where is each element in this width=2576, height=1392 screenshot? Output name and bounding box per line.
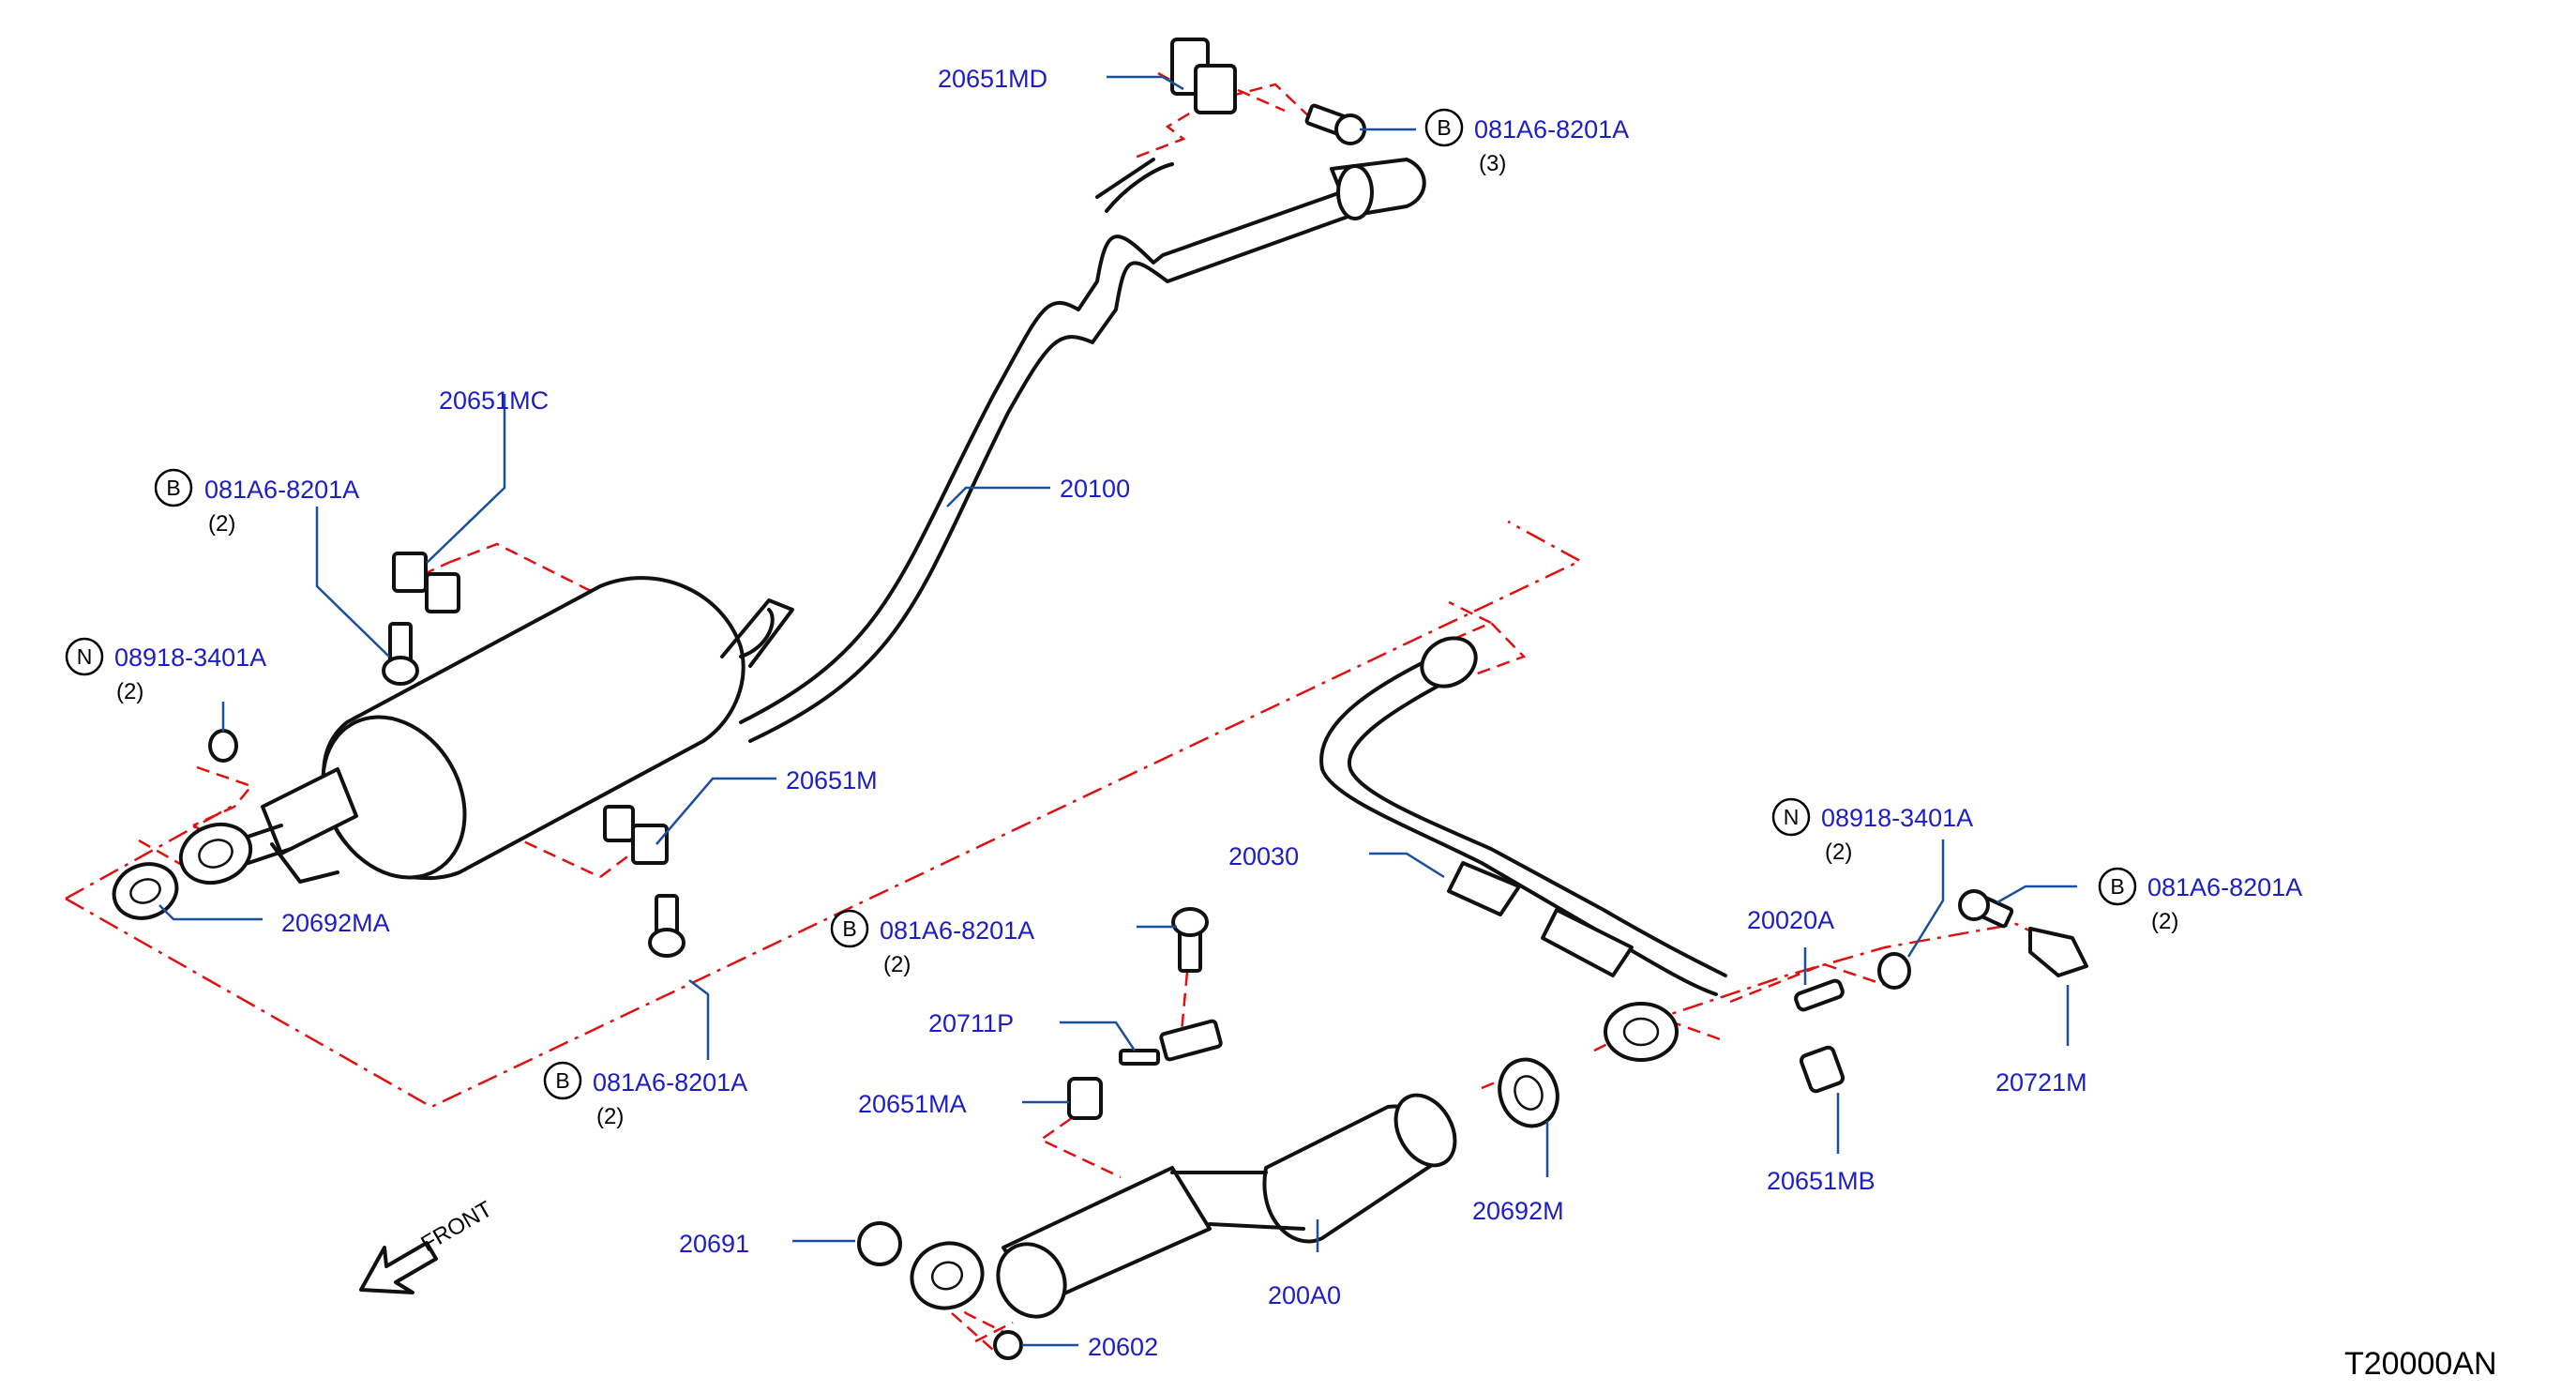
- label-clamp-right[interactable]: 08918-3401A: [1821, 804, 1973, 832]
- label-bolt-right[interactable]: 081A6-8201A: [2147, 873, 2302, 901]
- leader-lines: [158, 75, 2077, 1347]
- label-20651M[interactable]: 20651M: [786, 766, 878, 794]
- label-20651MA[interactable]: 20651MA: [858, 1090, 967, 1118]
- clamp-n-left: [208, 729, 238, 763]
- n-symbol-left: N: [77, 644, 93, 669]
- tailpipe-20100: [739, 158, 1426, 743]
- qty-bolt-left: (2): [208, 511, 235, 537]
- bolt-left: [382, 622, 419, 686]
- b-symbol-right: B: [2110, 874, 2124, 899]
- b-symbol-top: B: [1437, 115, 1451, 140]
- hanger-20651M: [603, 805, 669, 865]
- bracket-20721M: [2028, 927, 2088, 977]
- front-arrow: FRONT: [359, 1196, 497, 1294]
- label-20651MB[interactable]: 20651MB: [1767, 1167, 1876, 1195]
- clamp-n-right: [1877, 952, 1911, 990]
- symbol-circles: B B N N B B B: [65, 108, 2137, 1100]
- qty-bolt-bottom: (2): [596, 1104, 624, 1129]
- bolt-bottom: [648, 894, 685, 958]
- rear-muffler: [223, 576, 794, 884]
- label-20651MC[interactable]: 20651MC: [439, 386, 549, 415]
- flange-left: [178, 822, 253, 885]
- hanger-20651MD: [1170, 38, 1237, 114]
- hanger-20651MB: [1799, 1045, 1845, 1094]
- b-symbol-left: B: [166, 476, 180, 500]
- label-bolt-top[interactable]: 081A6-8201A: [1474, 115, 1629, 144]
- label-20030[interactable]: 20030: [1228, 842, 1299, 870]
- hanger-20651MA: [1067, 1077, 1103, 1120]
- part-labels: 20651MD 081A6-8201A (3) 20651MC 081A6-82…: [114, 65, 2497, 1382]
- label-bolt-bottom[interactable]: 081A6-8201A: [593, 1068, 747, 1097]
- qty-bolt-right: (2): [2151, 909, 2178, 934]
- label-20602[interactable]: 20602: [1088, 1333, 1158, 1361]
- front-label: FRONT: [417, 1196, 497, 1257]
- label-bolt-left[interactable]: 081A6-8201A: [204, 476, 359, 504]
- qty-bolt-top: (3): [1479, 151, 1506, 176]
- label-clamp-left[interactable]: 08918-3401A: [114, 643, 266, 672]
- qty-clamp-right: (2): [1825, 840, 1852, 865]
- label-20651MD[interactable]: 20651MD: [938, 65, 1047, 93]
- qty-clamp-left: (2): [116, 679, 143, 704]
- label-20692M[interactable]: 20692M: [1472, 1197, 1564, 1225]
- drawing-code: T20000AN: [2344, 1346, 2497, 1382]
- gasket-20692MA: [112, 862, 179, 920]
- n-symbol-right: N: [1784, 805, 1800, 829]
- center-pipe-20030: [1319, 636, 1727, 1062]
- label-200A0[interactable]: 200A0: [1268, 1281, 1341, 1309]
- label-20100[interactable]: 20100: [1060, 475, 1130, 503]
- nut-20602: [993, 1330, 1023, 1360]
- label-20691[interactable]: 20691: [679, 1230, 749, 1258]
- bolt-mid: [1171, 907, 1209, 973]
- label-bolt-mid[interactable]: 081A6-8201A: [880, 916, 1034, 945]
- hanger-20651MC: [392, 552, 460, 613]
- stud-20020A: [1794, 978, 1845, 1012]
- label-20020A[interactable]: 20020A: [1747, 906, 1834, 934]
- bracket-20711P: [1119, 1019, 1223, 1066]
- qty-bolt-mid: (2): [883, 952, 911, 977]
- label-20721M[interactable]: 20721M: [1996, 1068, 2087, 1097]
- bolt-right: [1958, 889, 2014, 929]
- gasket-20692M: [1498, 1057, 1559, 1128]
- bolt-top: [1304, 103, 1366, 145]
- label-20711P[interactable]: 20711P: [928, 1009, 1014, 1037]
- catalytic-converter-200A0: [996, 1093, 1457, 1319]
- label-20692MA[interactable]: 20692MA: [281, 909, 390, 937]
- b-symbol-mid: B: [842, 916, 856, 941]
- ring-20691: [857, 1221, 902, 1266]
- b-symbol-bottom: B: [555, 1068, 569, 1093]
- flange-front: [910, 1241, 985, 1310]
